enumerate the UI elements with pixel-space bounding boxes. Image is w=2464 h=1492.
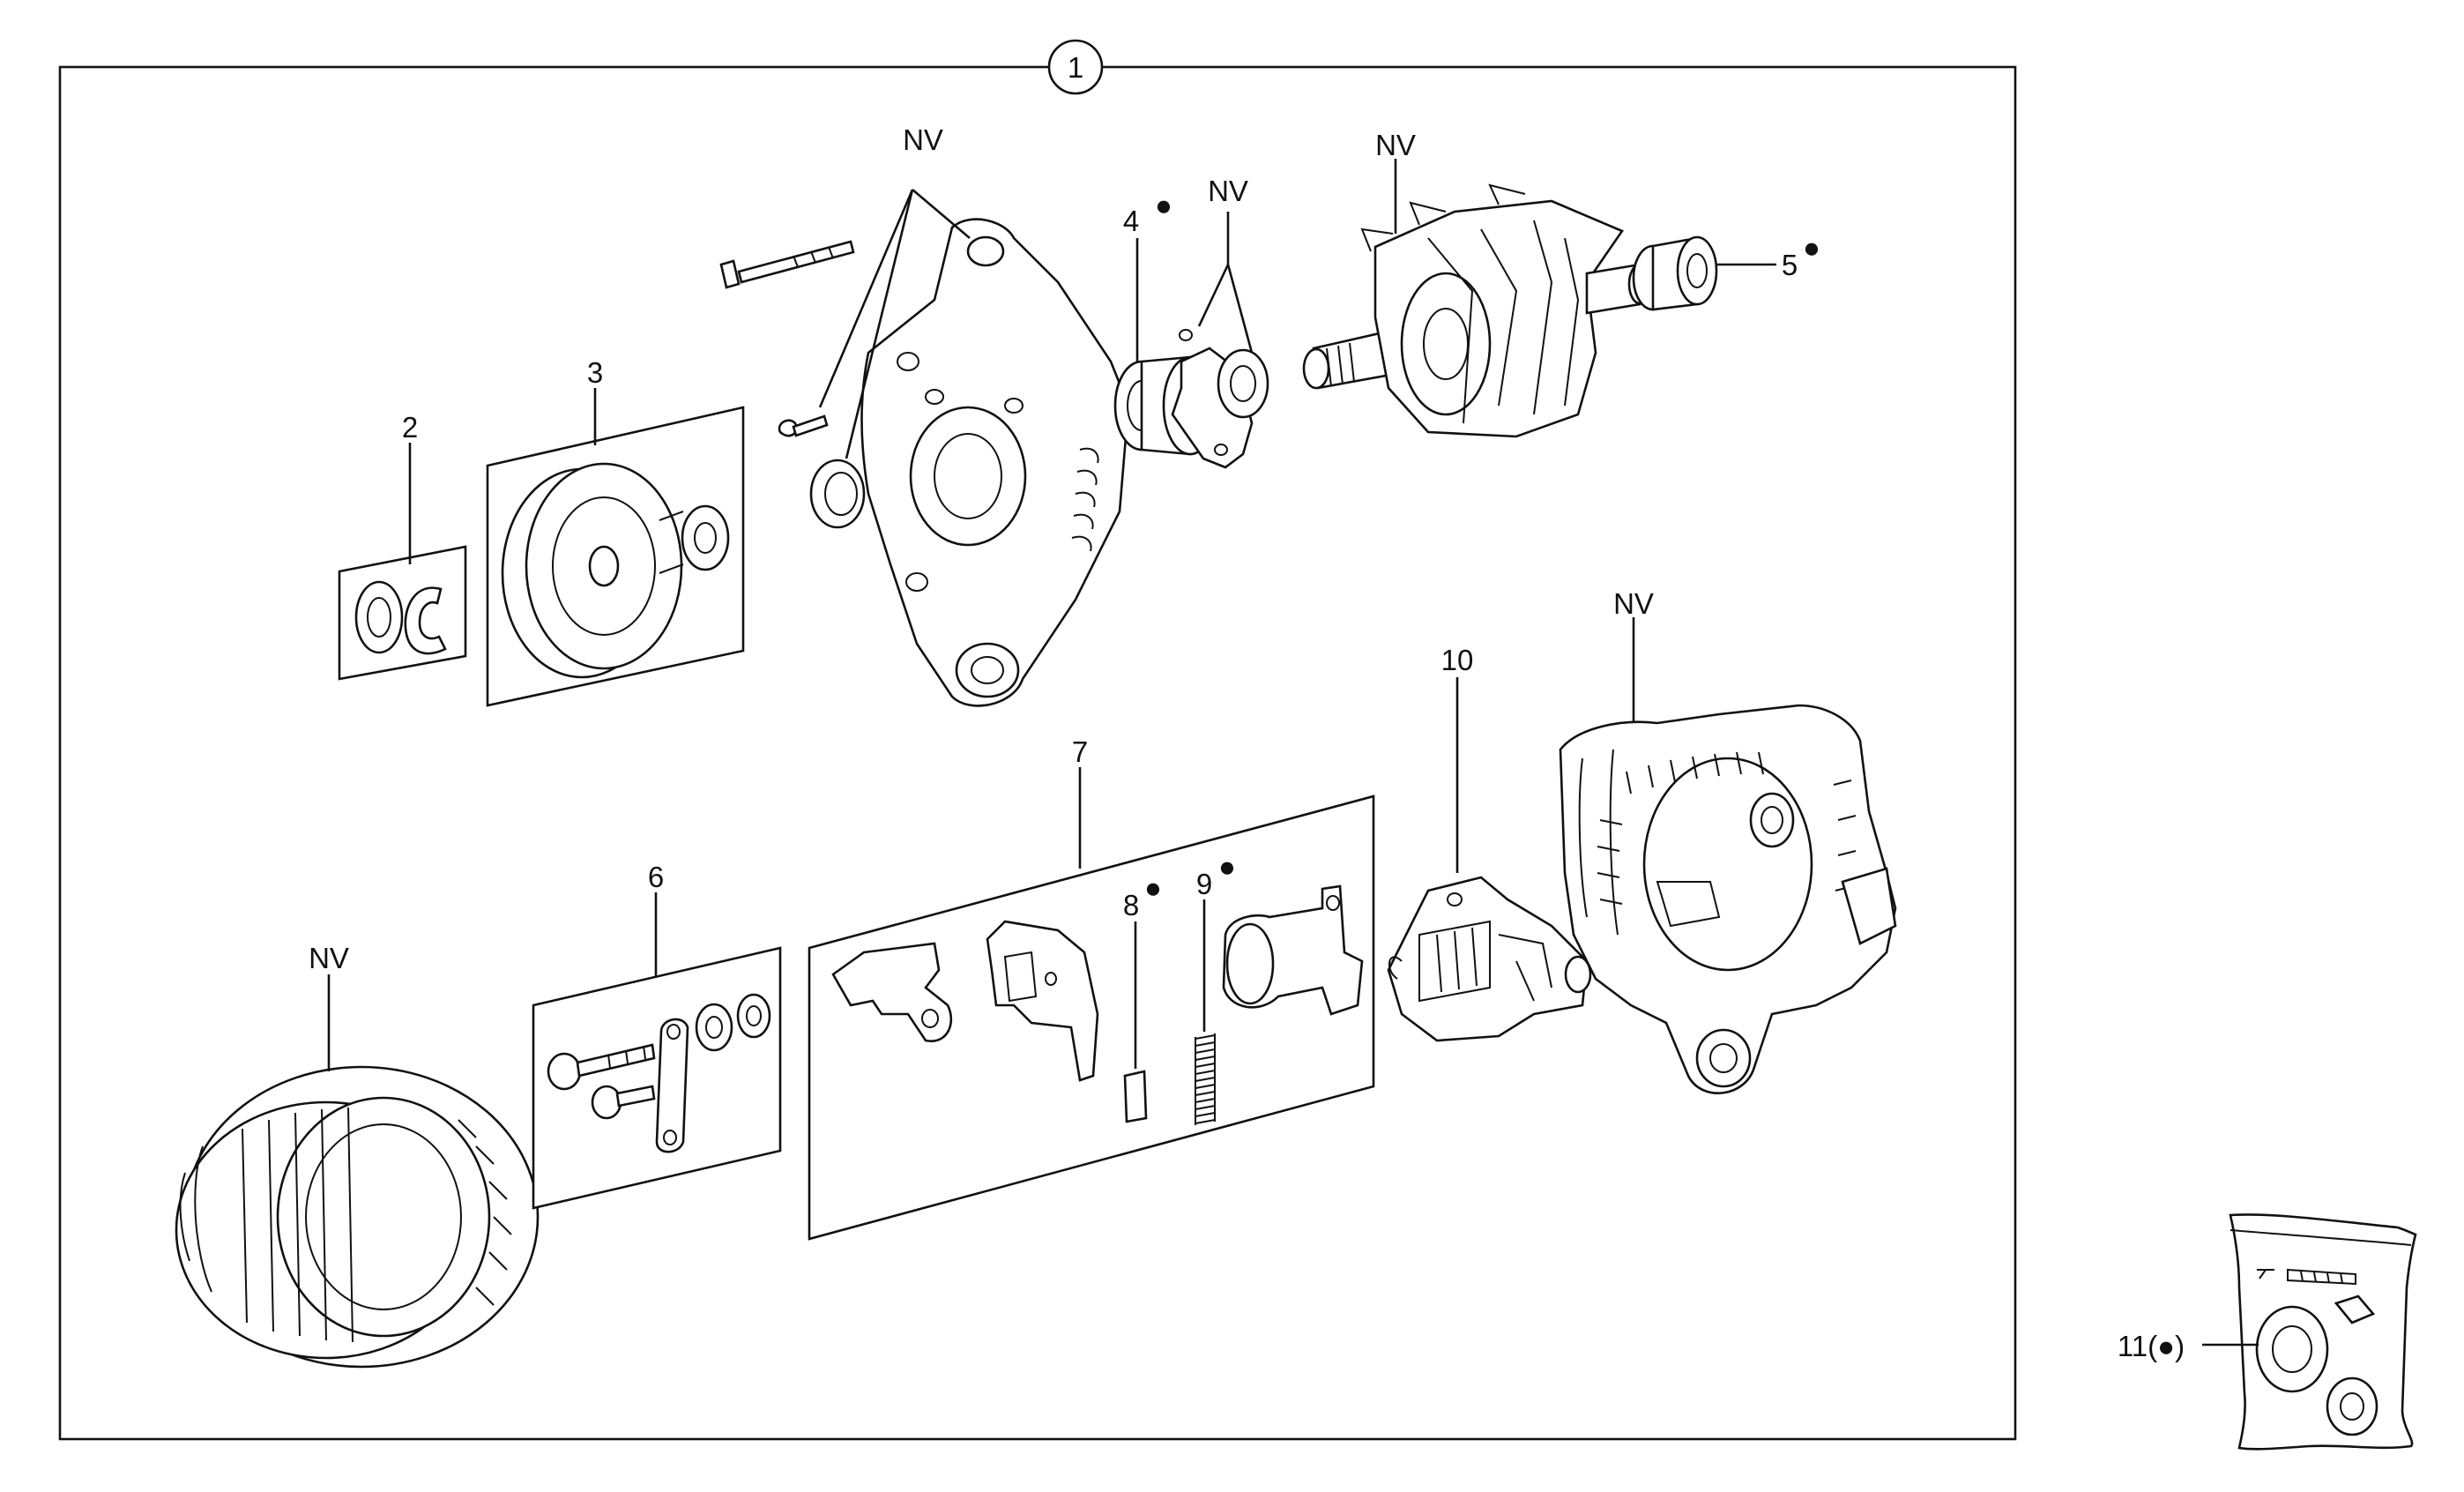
part-9-spring[interactable]: [1195, 1033, 1216, 1125]
assembly-callout-label: 1: [1068, 51, 1083, 84]
nv-label-1: NV: [903, 123, 943, 156]
leader-nv-1b: [845, 189, 914, 459]
assembly-callout-circle: [1047, 39, 1104, 95]
part-3-pulley[interactable]: [486, 406, 745, 707]
callout-2: 2: [402, 411, 418, 444]
leader-nv-2c: [1226, 264, 1254, 354]
nv-label-4: NV: [309, 942, 349, 974]
stator: [175, 1065, 540, 1369]
assembly-frame: [58, 65, 2017, 1441]
part-8-brush[interactable]: [1123, 1070, 1148, 1123]
callout-9-bullet: ●: [1218, 850, 1236, 883]
rear-end-frame: [1559, 704, 1897, 1094]
rotor: [1302, 183, 1652, 438]
callout-7: 7: [1072, 735, 1088, 768]
retainer-plate: [1171, 329, 1269, 469]
part-11-repair-kit-bag[interactable]: [2229, 1213, 2417, 1451]
callout-4: 4: [1123, 205, 1139, 237]
part-7-brush-holder-set[interactable]: [808, 794, 1375, 1241]
part-2-lock-nut[interactable]: [338, 545, 467, 681]
callout-8: 8: [1123, 889, 1139, 921]
callout-8-bullet: ●: [1144, 871, 1162, 904]
nv-label-5: NV: [1613, 587, 1654, 620]
callout-3: 3: [587, 356, 603, 389]
nv-label-3: NV: [1375, 129, 1416, 161]
part-6-terminal-kit[interactable]: [532, 946, 782, 1210]
callout-9: 9: [1196, 868, 1212, 900]
callout-6: 6: [648, 861, 664, 893]
part-5-bearing[interactable]: [1632, 235, 1718, 311]
drive-end-frame: [719, 218, 1130, 707]
callout-11: 11(●): [2118, 1330, 2185, 1362]
leader-nv-1a: [818, 189, 914, 408]
leader-nv-1c: [912, 189, 971, 239]
callout-4-bullet: ●: [1155, 189, 1172, 221]
leader-nv-2b: [1197, 264, 1230, 327]
callout-10: 10: [1441, 644, 1474, 676]
nv-label-2: NV: [1208, 175, 1248, 207]
callout-5-bullet: ●: [1803, 231, 1820, 264]
callout-5: 5: [1782, 249, 1798, 281]
part-10-rectifier[interactable]: [1387, 876, 1592, 1042]
